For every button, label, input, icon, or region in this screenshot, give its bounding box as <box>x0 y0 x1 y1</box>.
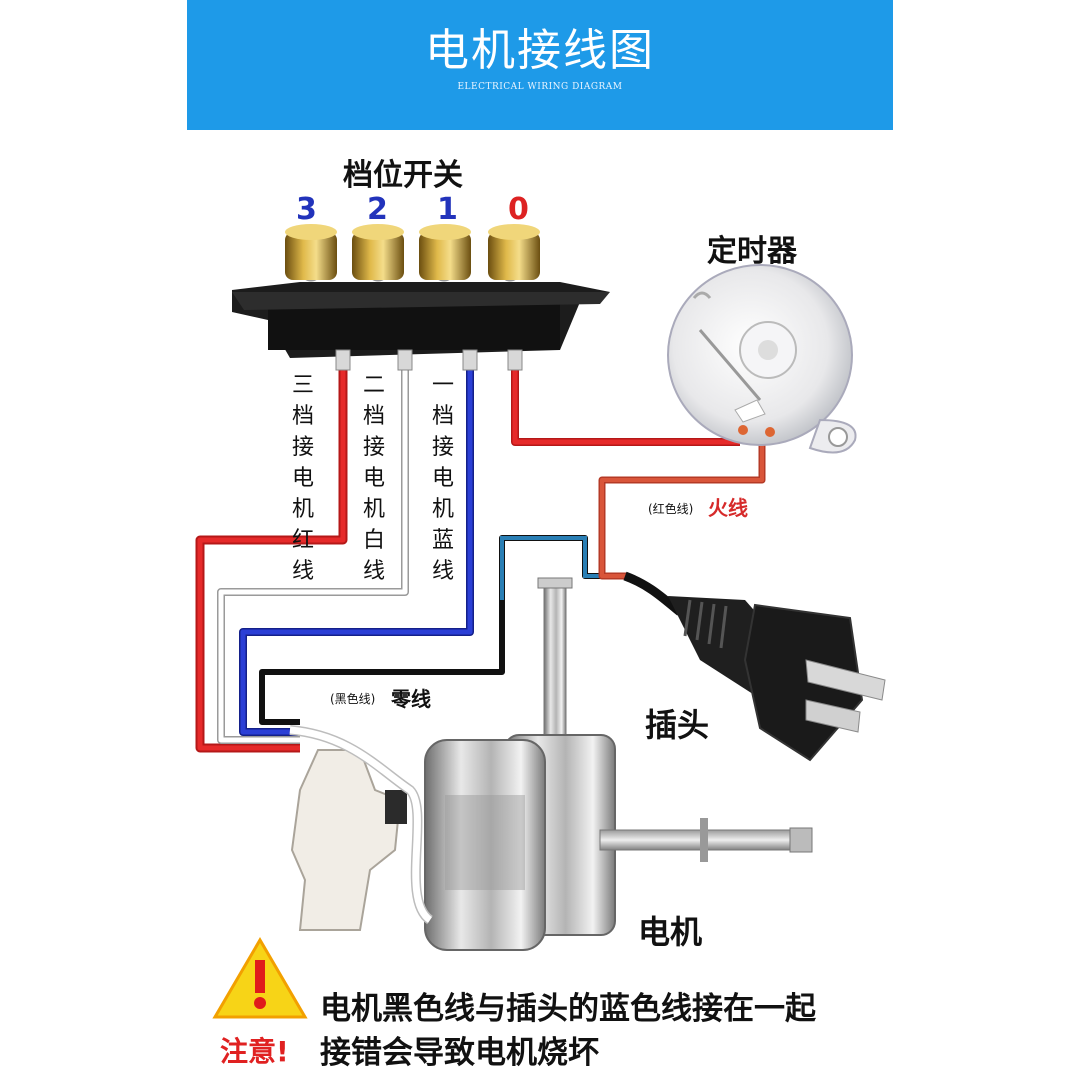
live-wire-note: (红色线) <box>648 502 694 516</box>
warning-icon <box>212 937 308 1019</box>
switch-position-3: 3 <box>296 192 317 227</box>
plug-label: 插头 <box>645 706 710 744</box>
live-wire-label: 火线 <box>708 496 748 520</box>
wire-label-gear2: 二档接电机白线 <box>362 373 385 584</box>
red-wire-live <box>511 368 766 580</box>
blue-wire-gear1 <box>239 368 474 736</box>
header-banner: 电机接线图 ELECTRICAL WIRING DIAGRAM <box>187 0 893 130</box>
red-wire-gear3 <box>195 368 348 753</box>
timer-device <box>667 264 857 454</box>
diagram-title: 电机接线图 <box>425 25 655 76</box>
switch-position-1: 1 <box>437 192 458 227</box>
white-wire-gear2 <box>217 368 409 744</box>
motor-label: 电机 <box>638 913 703 951</box>
motor-device <box>289 577 813 951</box>
wire-label-gear3: 三档接电机红线 <box>291 373 314 584</box>
warning-prefix: 注意! <box>220 1035 289 1068</box>
switch-buttons <box>285 224 540 280</box>
diagram-subtitle: ELECTRICAL WIRING DIAGRAM <box>457 82 623 92</box>
warning-line-1: 电机黑色线与插头的蓝色线接在一起 <box>320 991 816 1027</box>
switch-position-2: 2 <box>367 192 388 227</box>
plug-device <box>623 571 886 762</box>
plug-blue-wire <box>500 536 625 600</box>
gear-switch <box>232 224 610 371</box>
neutral-wire-label: 零线 <box>391 687 431 711</box>
switch-title: 档位开关 <box>343 158 463 193</box>
warning-line-2: 接错会导致电机烧坏 <box>320 1035 599 1071</box>
timer-label: 定时器 <box>707 234 797 269</box>
neutral-wire-note: (黑色线) <box>330 692 376 706</box>
switch-position-0: 0 <box>508 192 529 227</box>
wire-label-gear1: 一档接电机蓝线 <box>431 373 454 584</box>
